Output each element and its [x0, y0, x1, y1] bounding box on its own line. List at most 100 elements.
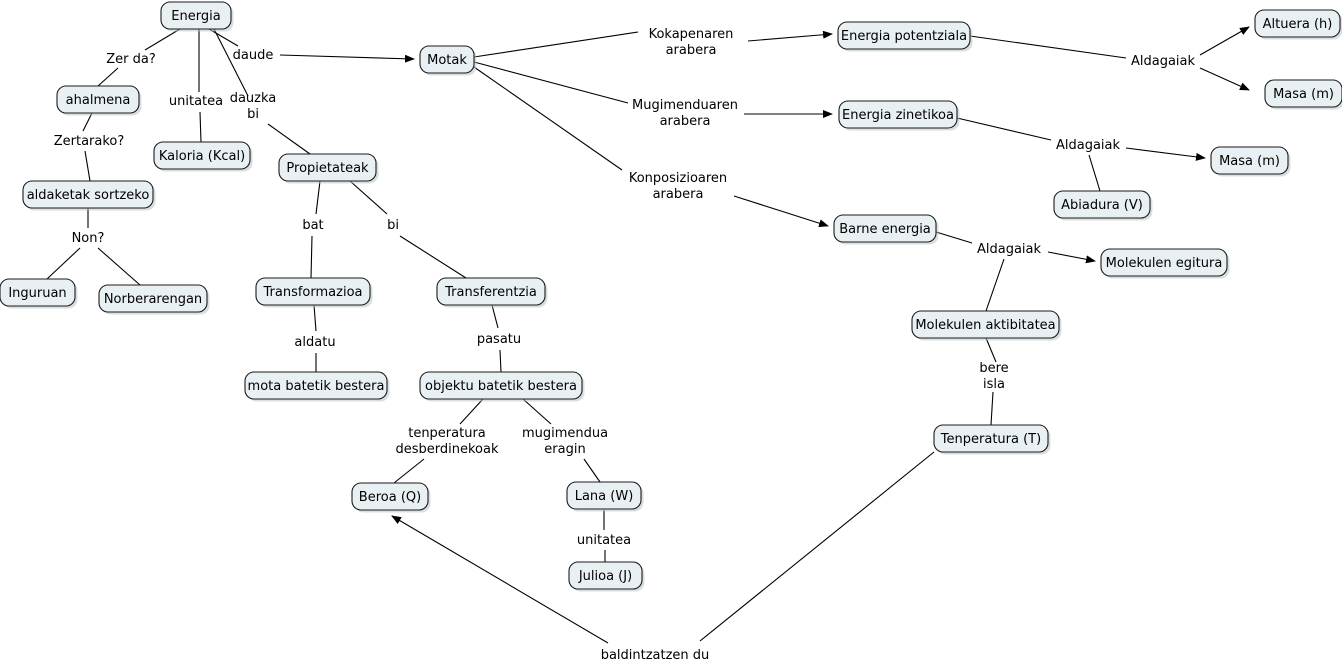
- node-julioa[interactable]: Julioa (J): [568, 561, 645, 592]
- node-box[interactable]: [933, 424, 1049, 453]
- link-segment-l-molekulen-akt: [985, 258, 1005, 312]
- link-segment2-l-aldagaiak-p: [1199, 26, 1250, 56]
- node-transformazioa[interactable]: Transformazioa: [255, 277, 373, 308]
- node-lana[interactable]: Lana (W): [566, 481, 644, 512]
- link-segment-l-non2: [97, 247, 141, 286]
- node-box[interactable]: [436, 277, 546, 306]
- node-box[interactable]: [566, 481, 642, 510]
- node-label-transferentzia: Transferentzia: [444, 285, 537, 300]
- link-label-l-pasatu: pasatu: [477, 332, 521, 347]
- node-altuera[interactable]: Altuera (h): [1254, 9, 1342, 40]
- node-label-lana: Lana (W): [575, 489, 634, 504]
- link-segment-l-tenperatura: [459, 398, 484, 425]
- link-segment-l-baldintzatzen: [699, 451, 935, 642]
- link-segment2-l-daude: [279, 54, 415, 63]
- node-box[interactable]: [1100, 248, 1228, 277]
- node-label-masa_h: Masa (m): [1273, 87, 1334, 102]
- link-segment2-l-kokapenaren: [747, 30, 833, 42]
- node-box[interactable]: [244, 371, 388, 400]
- node-box[interactable]: [160, 1, 232, 30]
- node-box[interactable]: [153, 141, 251, 170]
- link-segment-l-konposizioaren: [473, 66, 623, 171]
- node-label-beroa: Beroa (Q): [359, 490, 421, 505]
- node-box[interactable]: [1210, 146, 1289, 175]
- link-label-l-zertarako: Zertarako?: [54, 134, 125, 149]
- node-transferentzia[interactable]: Transferentzia: [436, 277, 548, 308]
- node-box[interactable]: [833, 214, 937, 243]
- link-segment2-l-zer-da: [97, 67, 119, 87]
- node-label-abiadura: Abiadura (V): [1061, 198, 1143, 213]
- link-segment-l-aldagaiak-b: [935, 231, 973, 244]
- node-molekulen_aktib[interactable]: Molekulen aktibitatea: [911, 310, 1062, 341]
- link-label-l-bat: bat: [302, 218, 323, 233]
- node-box[interactable]: [56, 85, 140, 114]
- node-barne_energia[interactable]: Barne energia: [833, 214, 939, 245]
- node-box[interactable]: [98, 284, 208, 313]
- node-box[interactable]: [1053, 190, 1151, 219]
- node-masa_h[interactable]: Masa (m): [1264, 79, 1342, 110]
- link-segment2-l-mugimendua: [583, 458, 601, 483]
- node-box[interactable]: [255, 277, 371, 306]
- node-label-barne_energia: Barne energia: [839, 222, 931, 237]
- node-label-masa_k: Masa (m): [1219, 154, 1280, 169]
- link-segment-l-daude: [208, 28, 239, 47]
- link-segment2-l-bat: [310, 235, 313, 279]
- node-box[interactable]: [22, 180, 154, 209]
- node-box[interactable]: [837, 21, 971, 50]
- node-abiadura[interactable]: Abiadura (V): [1053, 190, 1153, 221]
- node-box[interactable]: [351, 482, 429, 511]
- node-aldaketak[interactable]: aldaketak sortzeko: [22, 180, 156, 211]
- node-propietateak[interactable]: Propietateak: [278, 153, 379, 184]
- link-segment2-l-baldintzatzen: [391, 515, 609, 644]
- node-ahalmena[interactable]: ahalmena: [56, 85, 142, 116]
- node-norberarengan[interactable]: Norberarengan: [98, 284, 210, 315]
- node-label-tenperatura: Tenperatura (T): [940, 432, 1041, 447]
- node-box[interactable]: [278, 153, 377, 182]
- node-box[interactable]: [1254, 9, 1341, 38]
- node-box[interactable]: [1264, 79, 1342, 108]
- node-tenperatura[interactable]: Tenperatura (T): [933, 424, 1051, 455]
- node-box[interactable]: [838, 100, 958, 129]
- link-segment2-l-bi: [399, 235, 467, 279]
- node-label-energia_potentziala: Energia potentziala: [841, 29, 967, 44]
- node-label-ahalmena: ahalmena: [66, 93, 131, 108]
- node-energia[interactable]: Energia: [160, 1, 234, 32]
- node-box[interactable]: [568, 561, 643, 590]
- node-mota_batetik[interactable]: mota batetik bestera: [244, 371, 390, 402]
- node-label-propietateak: Propietateak: [286, 161, 369, 176]
- node-box[interactable]: [0, 278, 76, 307]
- node-energia_zinetikoa[interactable]: Energia zinetikoa: [838, 100, 960, 131]
- link-segment2-l-aldagaiak-b: [1047, 251, 1096, 264]
- node-box[interactable]: [419, 371, 583, 400]
- link-segment-l-aldagaiak-p2: [1199, 67, 1250, 91]
- node-box[interactable]: [911, 310, 1060, 339]
- node-label-norberarengan: Norberarengan: [104, 292, 202, 307]
- link-segment-l-kokapenaren: [473, 31, 639, 58]
- link-label-l-baldintzatzen: baldintzatzen du: [601, 648, 710, 661]
- link-segment-l-aldagaiak-p: [969, 35, 1127, 59]
- node-label-objektu_batetik: objektu batetik bestera: [425, 379, 577, 394]
- link-segment-l-bi: [349, 180, 388, 215]
- node-motak[interactable]: Motak: [419, 45, 477, 76]
- link-segment2-l-zertarako: [84, 150, 91, 182]
- node-kaloria[interactable]: Kaloria (Kcal): [153, 141, 253, 172]
- link-segment-l-bat: [315, 180, 321, 215]
- node-inguruan[interactable]: Inguruan: [0, 278, 78, 309]
- node-label-molekulen_egitura: Molekulen egitura: [1106, 256, 1223, 271]
- node-energia_potentziala[interactable]: Energia potentziala: [837, 21, 973, 52]
- node-beroa[interactable]: Beroa (Q): [351, 482, 431, 513]
- node-molekulen_egitura[interactable]: Molekulen egitura: [1100, 248, 1230, 279]
- link-segment-l-abiadura: [1088, 154, 1101, 192]
- node-masa_k[interactable]: Masa (m): [1210, 146, 1291, 177]
- node-objektu_batetik[interactable]: objektu batetik bestera: [419, 371, 585, 402]
- node-label-energia: Energia: [171, 9, 220, 24]
- node-box[interactable]: [419, 45, 475, 74]
- link-segment2-l-non: [46, 247, 81, 280]
